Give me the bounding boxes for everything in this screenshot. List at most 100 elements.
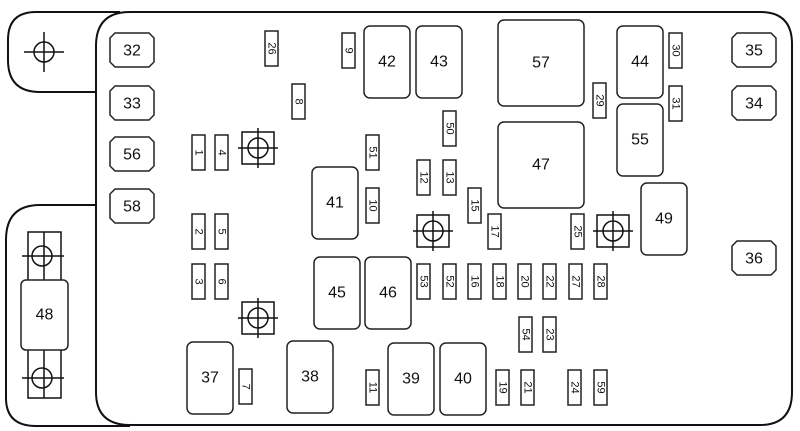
mini-fuse-label: 25 <box>572 225 584 237</box>
mini-fuse-label: 19 <box>497 381 509 393</box>
mini-fuse-7: 7 <box>238 368 253 405</box>
mini-fuse-label: 10 <box>367 199 379 211</box>
relay-55: 55 <box>616 103 664 177</box>
maxi-fuse-35: 35 <box>731 32 777 68</box>
mini-fuse-26: 26 <box>264 30 279 67</box>
mega-fuse-48: 48 <box>20 231 69 399</box>
mini-fuse-label: 3 <box>193 278 205 284</box>
mini-fuse-label: 13 <box>444 171 456 183</box>
maxi-fuse-label: 56 <box>123 147 141 164</box>
mini-fuse-29: 29 <box>592 82 607 119</box>
mini-fuse-label: 54 <box>520 328 532 340</box>
mini-fuse-label: 31 <box>670 97 682 109</box>
mini-fuse-31: 31 <box>668 85 683 122</box>
relay-44: 44 <box>616 25 664 99</box>
mini-fuse-label: 20 <box>519 275 531 287</box>
mini-fuse-label: 21 <box>522 381 534 393</box>
mini-fuse-label: 53 <box>418 275 430 287</box>
relay-label: 37 <box>201 370 219 387</box>
maxi-fuse-33: 33 <box>109 85 155 121</box>
mini-fuse-label: 50 <box>444 122 456 134</box>
mini-fuse-4: 4 <box>214 134 229 171</box>
mini-fuse-label: 23 <box>544 328 556 340</box>
relay-47: 47 <box>497 121 585 209</box>
stud-terminal-icon <box>238 128 278 168</box>
maxi-fuse-label: 36 <box>745 251 763 268</box>
mini-fuse-label: 18 <box>494 275 506 287</box>
relay-45: 45 <box>313 256 361 330</box>
relay-38: 38 <box>286 340 334 414</box>
relay-label: 43 <box>430 54 448 71</box>
mini-fuse-label: 15 <box>469 199 481 211</box>
mini-fuse-label: 52 <box>444 275 456 287</box>
relay-label: 41 <box>326 195 344 212</box>
mini-fuse-label: 26 <box>266 42 278 54</box>
relay-label: 47 <box>532 157 550 174</box>
mini-fuse-52: 52 <box>442 263 457 300</box>
mini-fuse-label: 12 <box>418 171 430 183</box>
relay-label: 39 <box>402 371 420 388</box>
mini-fuse-18: 18 <box>492 263 507 300</box>
relay-label: 38 <box>301 369 319 386</box>
relay-41: 41 <box>311 166 359 240</box>
mini-fuse-label: 8 <box>293 98 305 104</box>
mini-fuse-16: 16 <box>467 263 482 300</box>
relay-label: 55 <box>631 132 649 149</box>
mega-fuse-label: 48 <box>36 307 54 324</box>
maxi-fuse-58: 58 <box>109 188 155 224</box>
maxi-fuse-label: 34 <box>745 96 763 113</box>
relay-label: 49 <box>655 211 673 228</box>
mini-fuse-22: 22 <box>542 263 557 300</box>
mini-fuse-20: 20 <box>517 263 532 300</box>
maxi-fuse-32: 32 <box>109 32 155 68</box>
mini-fuse-8: 8 <box>291 83 306 120</box>
mini-fuse-label: 27 <box>570 275 582 287</box>
relay-57: 57 <box>497 19 585 107</box>
relay-46: 46 <box>364 256 412 330</box>
maxi-fuse-label: 58 <box>123 199 141 216</box>
stud-terminal-icon <box>238 298 278 338</box>
mini-fuse-label: 1 <box>193 149 205 155</box>
mini-fuse-12: 12 <box>416 159 431 196</box>
relay-42: 42 <box>363 25 411 99</box>
relay-label: 44 <box>631 54 649 71</box>
mini-fuse-27: 27 <box>568 263 583 300</box>
relay-label: 42 <box>378 54 396 71</box>
relay-39: 39 <box>387 342 435 416</box>
mini-fuse-label: 22 <box>544 275 556 287</box>
mini-fuse-1: 1 <box>191 134 206 171</box>
stud-terminal-icon <box>593 211 633 251</box>
mini-fuse-2: 2 <box>191 213 206 250</box>
mini-fuse-label: 9 <box>343 47 355 53</box>
mini-fuse-label: 59 <box>595 381 607 393</box>
mini-fuse-label: 28 <box>595 275 607 287</box>
mini-fuse-label: 17 <box>489 225 501 237</box>
maxi-fuse-34: 34 <box>731 85 777 121</box>
relay-49: 49 <box>640 182 688 256</box>
mini-fuse-label: 5 <box>216 228 228 234</box>
mini-fuse-label: 51 <box>367 146 379 158</box>
relay-label: 57 <box>532 55 550 72</box>
relay-37: 37 <box>186 341 234 415</box>
stud-terminal-icon <box>413 211 453 251</box>
mini-fuse-23: 23 <box>542 316 557 353</box>
relay-label: 40 <box>454 371 472 388</box>
mini-fuse-3: 3 <box>191 263 206 300</box>
mini-fuse-label: 2 <box>193 228 205 234</box>
mini-fuse-label: 4 <box>216 149 228 155</box>
mini-fuse-51: 51 <box>365 134 380 171</box>
relay-label: 46 <box>379 285 397 302</box>
mini-fuse-11: 11 <box>365 369 380 406</box>
mini-fuse-label: 30 <box>670 44 682 56</box>
mini-fuse-6: 6 <box>214 263 229 300</box>
mini-fuse-24: 24 <box>567 369 582 406</box>
mini-fuse-30: 30 <box>668 32 683 69</box>
mini-fuse-54: 54 <box>518 316 533 353</box>
mini-fuse-label: 11 <box>367 382 379 393</box>
mini-fuse-10: 10 <box>365 187 380 224</box>
maxi-fuse-56: 56 <box>109 136 155 172</box>
mini-fuse-59: 59 <box>593 369 608 406</box>
maxi-fuse-label: 33 <box>123 96 141 113</box>
mini-fuse-21: 21 <box>520 369 535 406</box>
